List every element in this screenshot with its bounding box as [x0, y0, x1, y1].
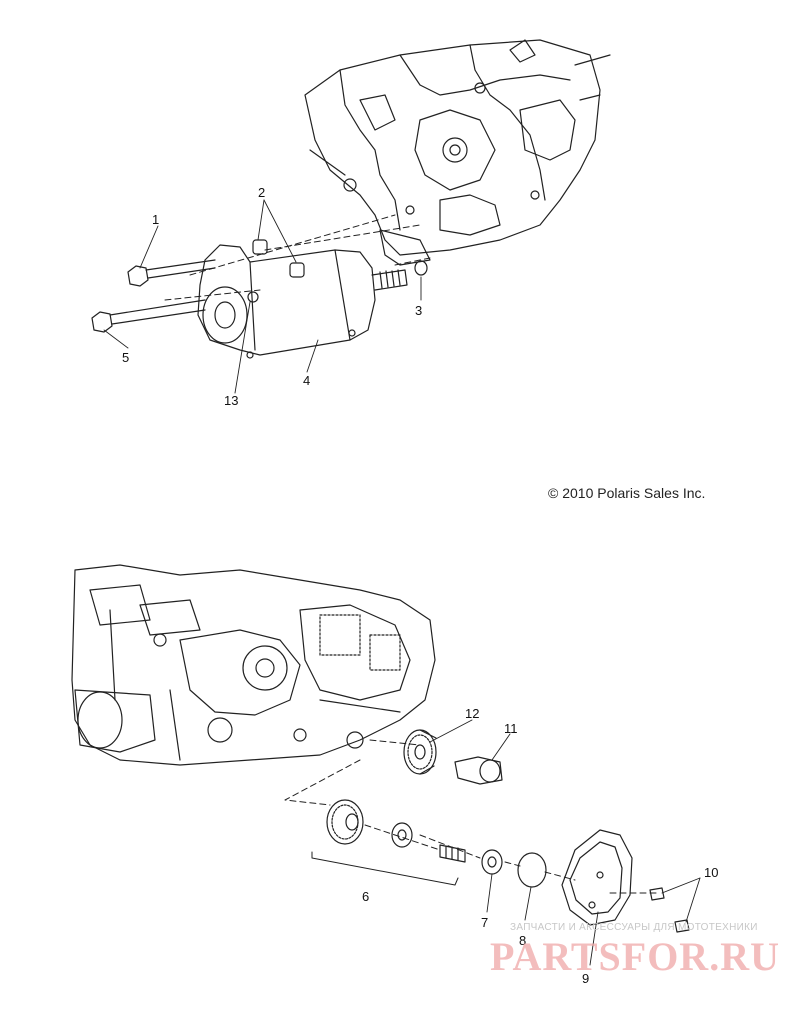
callout-3: 3	[415, 303, 422, 318]
engine-crankcase-upper	[304, 39, 611, 266]
callout-10: 10	[704, 865, 718, 880]
callout-12: 12	[465, 706, 479, 721]
callout-labels: 1 2 3 4 5 13 12 11 6 7 8 9 10	[122, 185, 718, 986]
callout-7: 7	[481, 915, 488, 930]
callout-2: 2	[258, 185, 265, 200]
callout-6: 6	[362, 889, 369, 904]
callout-4: 4	[303, 373, 310, 388]
group-6-bracket	[311, 851, 459, 886]
part-9-cover	[561, 829, 633, 926]
part-4-starter-motor	[197, 244, 408, 359]
leader-lines-top	[103, 199, 422, 394]
leader-lines-bottom	[429, 719, 701, 966]
part-8-o-ring	[517, 852, 547, 888]
watermark-logo: PARTSFOR.RU	[490, 934, 780, 979]
part-6-gear-assembly	[326, 799, 466, 863]
part-11-shaft	[454, 756, 503, 785]
callout-11: 11	[504, 721, 518, 736]
part-10-bolts	[649, 887, 690, 933]
part-7-bearing	[481, 849, 503, 875]
callout-1: 1	[152, 212, 159, 227]
part-12-gear	[403, 729, 437, 775]
engine-crankcase-lower	[71, 564, 436, 766]
assembly-guide-lines-bottom	[284, 739, 661, 894]
watermark-tagline: ЗАПЧАСТИ И АКСЕССУАРЫ ДЛЯ МОТОТЕХНИКИ	[510, 922, 758, 933]
part-5-bolt	[91, 299, 206, 333]
part-2-bushings	[252, 239, 305, 278]
callout-8: 8	[519, 933, 526, 948]
assembly-guide-lines-top	[164, 214, 431, 301]
part-3-o-ring	[414, 260, 428, 276]
callout-9: 9	[582, 971, 589, 986]
callout-13: 13	[224, 393, 238, 408]
callout-5: 5	[122, 350, 129, 365]
copyright-notice: © 2010 Polaris Sales Inc.	[548, 485, 706, 501]
part-1-bolt	[127, 259, 216, 287]
